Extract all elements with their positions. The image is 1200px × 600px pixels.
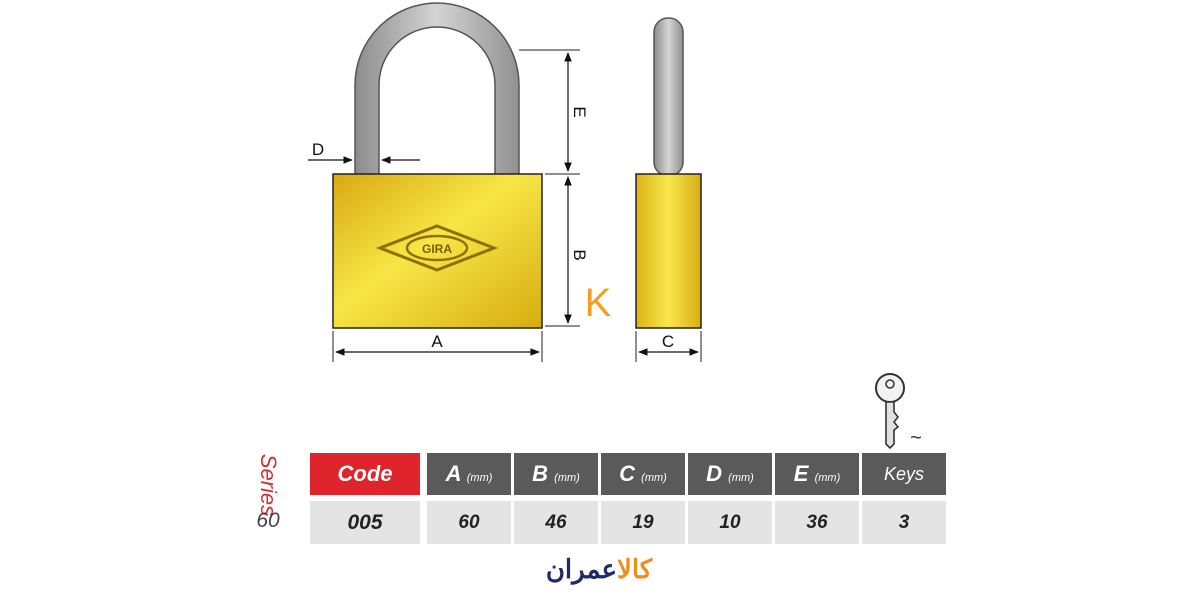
brand-logo-part1: عمران (545, 554, 618, 584)
header-c: C (mm) (601, 453, 685, 495)
brand-emblem: GIRA (375, 224, 499, 272)
header-code-label: Code (337, 461, 393, 486)
value-c: 19 (601, 501, 685, 544)
dimension-c-label: C (662, 332, 674, 351)
dimension-b-label: B (570, 249, 589, 260)
header-a-unit: (mm) (466, 472, 493, 484)
header-d-letter: D (706, 461, 723, 486)
value-code: 005 (310, 501, 420, 544)
value-b: 46 (514, 501, 598, 544)
dimension-a-label: A (431, 332, 443, 351)
header-e-letter: E (793, 461, 809, 486)
header-b-letter: B (532, 461, 549, 486)
header-keys: Keys (862, 453, 946, 495)
front-body (332, 173, 543, 329)
value-e: 36 (775, 501, 859, 544)
header-a-letter: A (445, 461, 461, 486)
dimension-d-label: D (312, 140, 324, 159)
key-icon (875, 373, 905, 450)
header-d-unit: (mm) (728, 472, 754, 484)
value-keys: 3 (862, 501, 946, 544)
key-tilde-mark: ~ (910, 427, 922, 449)
brand-logo-part2: کالا (617, 554, 653, 584)
k-mark: K (585, 281, 612, 325)
header-keys-label: Keys (883, 464, 925, 484)
side-shackle (653, 17, 684, 177)
header-code: Code (310, 453, 420, 495)
svg-text:GIRA: GIRA (422, 242, 452, 256)
side-body (635, 173, 702, 329)
header-c-letter: C (619, 461, 636, 486)
dimension-e-label: E (570, 106, 589, 117)
value-a: 60 (427, 501, 511, 544)
series-value: 60 (256, 509, 280, 532)
front-shackle (354, 2, 520, 176)
header-e: E (mm) (775, 453, 859, 495)
header-b: B (mm) (514, 453, 598, 495)
header-a: A (mm) (427, 453, 511, 495)
header-d: D (mm) (688, 453, 772, 495)
value-d: 10 (688, 501, 772, 544)
header-e-unit: (mm) (814, 472, 841, 484)
header-c-unit: (mm) (641, 472, 667, 484)
brand-logo: کالا عمران (518, 553, 680, 585)
header-b-unit: (mm) (554, 472, 580, 484)
